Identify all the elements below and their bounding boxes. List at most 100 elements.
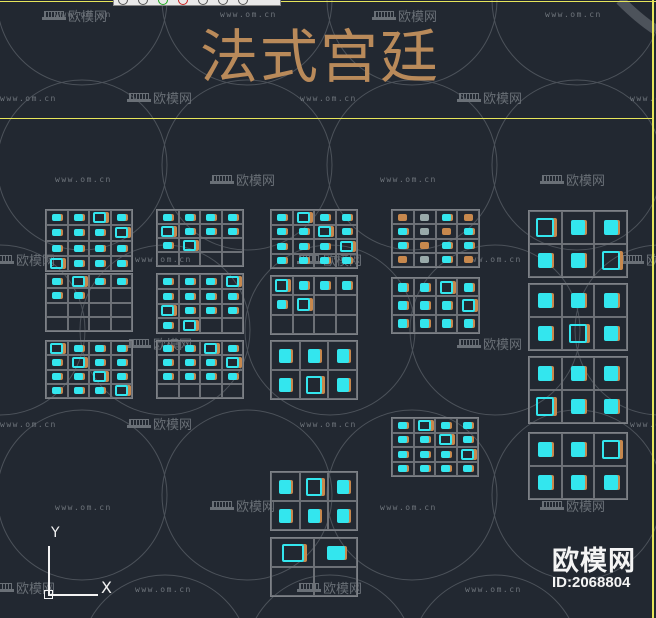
block-cell[interactable] bbox=[221, 318, 243, 333]
block-cell[interactable] bbox=[178, 288, 200, 304]
block-cell[interactable] bbox=[46, 288, 68, 303]
block-cell[interactable] bbox=[67, 240, 89, 256]
block-cell[interactable] bbox=[271, 472, 300, 501]
block-cell[interactable] bbox=[292, 314, 314, 334]
block-cell[interactable] bbox=[271, 253, 293, 268]
block-cell[interactable] bbox=[456, 461, 478, 476]
block-cell[interactable] bbox=[89, 369, 111, 384]
circle-icon[interactable] bbox=[138, 0, 148, 5]
block-sheet[interactable] bbox=[45, 273, 133, 332]
block-cell[interactable] bbox=[46, 240, 68, 256]
block-cell[interactable] bbox=[314, 239, 336, 254]
arc-icon[interactable] bbox=[198, 0, 208, 5]
block-cell[interactable] bbox=[561, 317, 595, 350]
block-cell[interactable] bbox=[457, 314, 479, 333]
block-cell[interactable] bbox=[110, 255, 132, 271]
block-cell[interactable] bbox=[157, 252, 179, 266]
block-cell[interactable] bbox=[221, 341, 243, 356]
block-sheet[interactable] bbox=[528, 432, 628, 500]
block-cell[interactable] bbox=[314, 276, 336, 296]
block-sheet[interactable] bbox=[270, 340, 358, 400]
block-cell[interactable] bbox=[46, 225, 68, 241]
block-cell[interactable] bbox=[110, 240, 132, 256]
block-cell[interactable] bbox=[529, 357, 562, 390]
block-sheet[interactable] bbox=[391, 209, 480, 268]
block-cell[interactable] bbox=[67, 274, 89, 289]
block-cell[interactable] bbox=[178, 238, 200, 252]
block-cell[interactable] bbox=[435, 210, 458, 225]
block-cell[interactable] bbox=[200, 210, 222, 224]
block-cell[interactable] bbox=[200, 274, 222, 289]
block-cell[interactable] bbox=[457, 224, 479, 239]
block-cell[interactable] bbox=[200, 238, 222, 252]
block-cell[interactable] bbox=[435, 461, 457, 476]
block-cell[interactable] bbox=[335, 210, 357, 225]
block-cell[interactable] bbox=[89, 255, 111, 271]
block-cell[interactable] bbox=[314, 314, 336, 334]
block-cell[interactable] bbox=[110, 288, 132, 303]
block-cell[interactable] bbox=[178, 224, 200, 238]
block-cell[interactable] bbox=[221, 383, 243, 398]
block-cell[interactable] bbox=[457, 238, 479, 253]
block-cell[interactable] bbox=[594, 357, 627, 390]
block-cell[interactable] bbox=[328, 370, 357, 399]
block-cell[interactable] bbox=[178, 274, 200, 289]
block-cell[interactable] bbox=[392, 224, 414, 239]
block-cell[interactable] bbox=[221, 303, 243, 319]
block-sheet[interactable] bbox=[45, 209, 133, 272]
block-cell[interactable] bbox=[314, 538, 357, 567]
delete-icon[interactable] bbox=[178, 0, 188, 5]
block-cell[interactable] bbox=[413, 252, 436, 267]
block-cell[interactable] bbox=[221, 369, 243, 384]
block-cell[interactable] bbox=[328, 501, 357, 530]
block-cell[interactable] bbox=[67, 225, 89, 241]
block-cell[interactable] bbox=[392, 461, 414, 476]
block-cell[interactable] bbox=[561, 466, 595, 499]
block-cell[interactable] bbox=[392, 252, 414, 267]
block-cell[interactable] bbox=[271, 210, 293, 225]
block-cell[interactable] bbox=[413, 314, 436, 333]
block-cell[interactable] bbox=[157, 355, 179, 370]
block-cell[interactable] bbox=[594, 390, 627, 423]
block-cell[interactable] bbox=[157, 288, 179, 304]
block-cell[interactable] bbox=[392, 447, 414, 462]
block-cell[interactable] bbox=[299, 370, 329, 399]
block-cell[interactable] bbox=[561, 357, 595, 390]
block-cell[interactable] bbox=[561, 433, 595, 466]
block-cell[interactable] bbox=[110, 341, 132, 356]
block-cell[interactable] bbox=[392, 432, 414, 447]
block-cell[interactable] bbox=[89, 383, 111, 398]
block-cell[interactable] bbox=[594, 317, 627, 350]
block-cell[interactable] bbox=[271, 276, 293, 296]
block-cell[interactable] bbox=[435, 432, 457, 447]
block-sheet[interactable] bbox=[528, 210, 628, 278]
block-cell[interactable] bbox=[594, 433, 627, 466]
block-sheet[interactable] bbox=[528, 283, 628, 351]
block-cell[interactable] bbox=[200, 318, 222, 333]
block-sheet[interactable] bbox=[528, 356, 628, 424]
block-cell[interactable] bbox=[271, 538, 314, 567]
block-cell[interactable] bbox=[413, 296, 436, 315]
block-cell[interactable] bbox=[89, 240, 111, 256]
block-cell[interactable] bbox=[457, 252, 479, 267]
block-cell[interactable] bbox=[392, 278, 414, 297]
block-cell[interactable] bbox=[271, 314, 293, 334]
block-cell[interactable] bbox=[178, 318, 200, 333]
block-cell[interactable] bbox=[594, 244, 627, 277]
block-cell[interactable] bbox=[435, 418, 457, 433]
help-icon[interactable] bbox=[238, 0, 248, 5]
block-cell[interactable] bbox=[413, 210, 436, 225]
block-cell[interactable] bbox=[200, 341, 222, 356]
block-cell[interactable] bbox=[413, 224, 436, 239]
block-cell[interactable] bbox=[110, 302, 132, 317]
block-cell[interactable] bbox=[529, 433, 562, 466]
block-cell[interactable] bbox=[46, 369, 68, 384]
block-cell[interactable] bbox=[46, 302, 68, 317]
block-cell[interactable] bbox=[299, 472, 329, 501]
block-cell[interactable] bbox=[178, 210, 200, 224]
block-cell[interactable] bbox=[328, 472, 357, 501]
layer-icon[interactable] bbox=[118, 0, 128, 5]
block-sheet[interactable] bbox=[156, 273, 244, 334]
block-cell[interactable] bbox=[110, 316, 132, 331]
block-cell[interactable] bbox=[413, 238, 436, 253]
